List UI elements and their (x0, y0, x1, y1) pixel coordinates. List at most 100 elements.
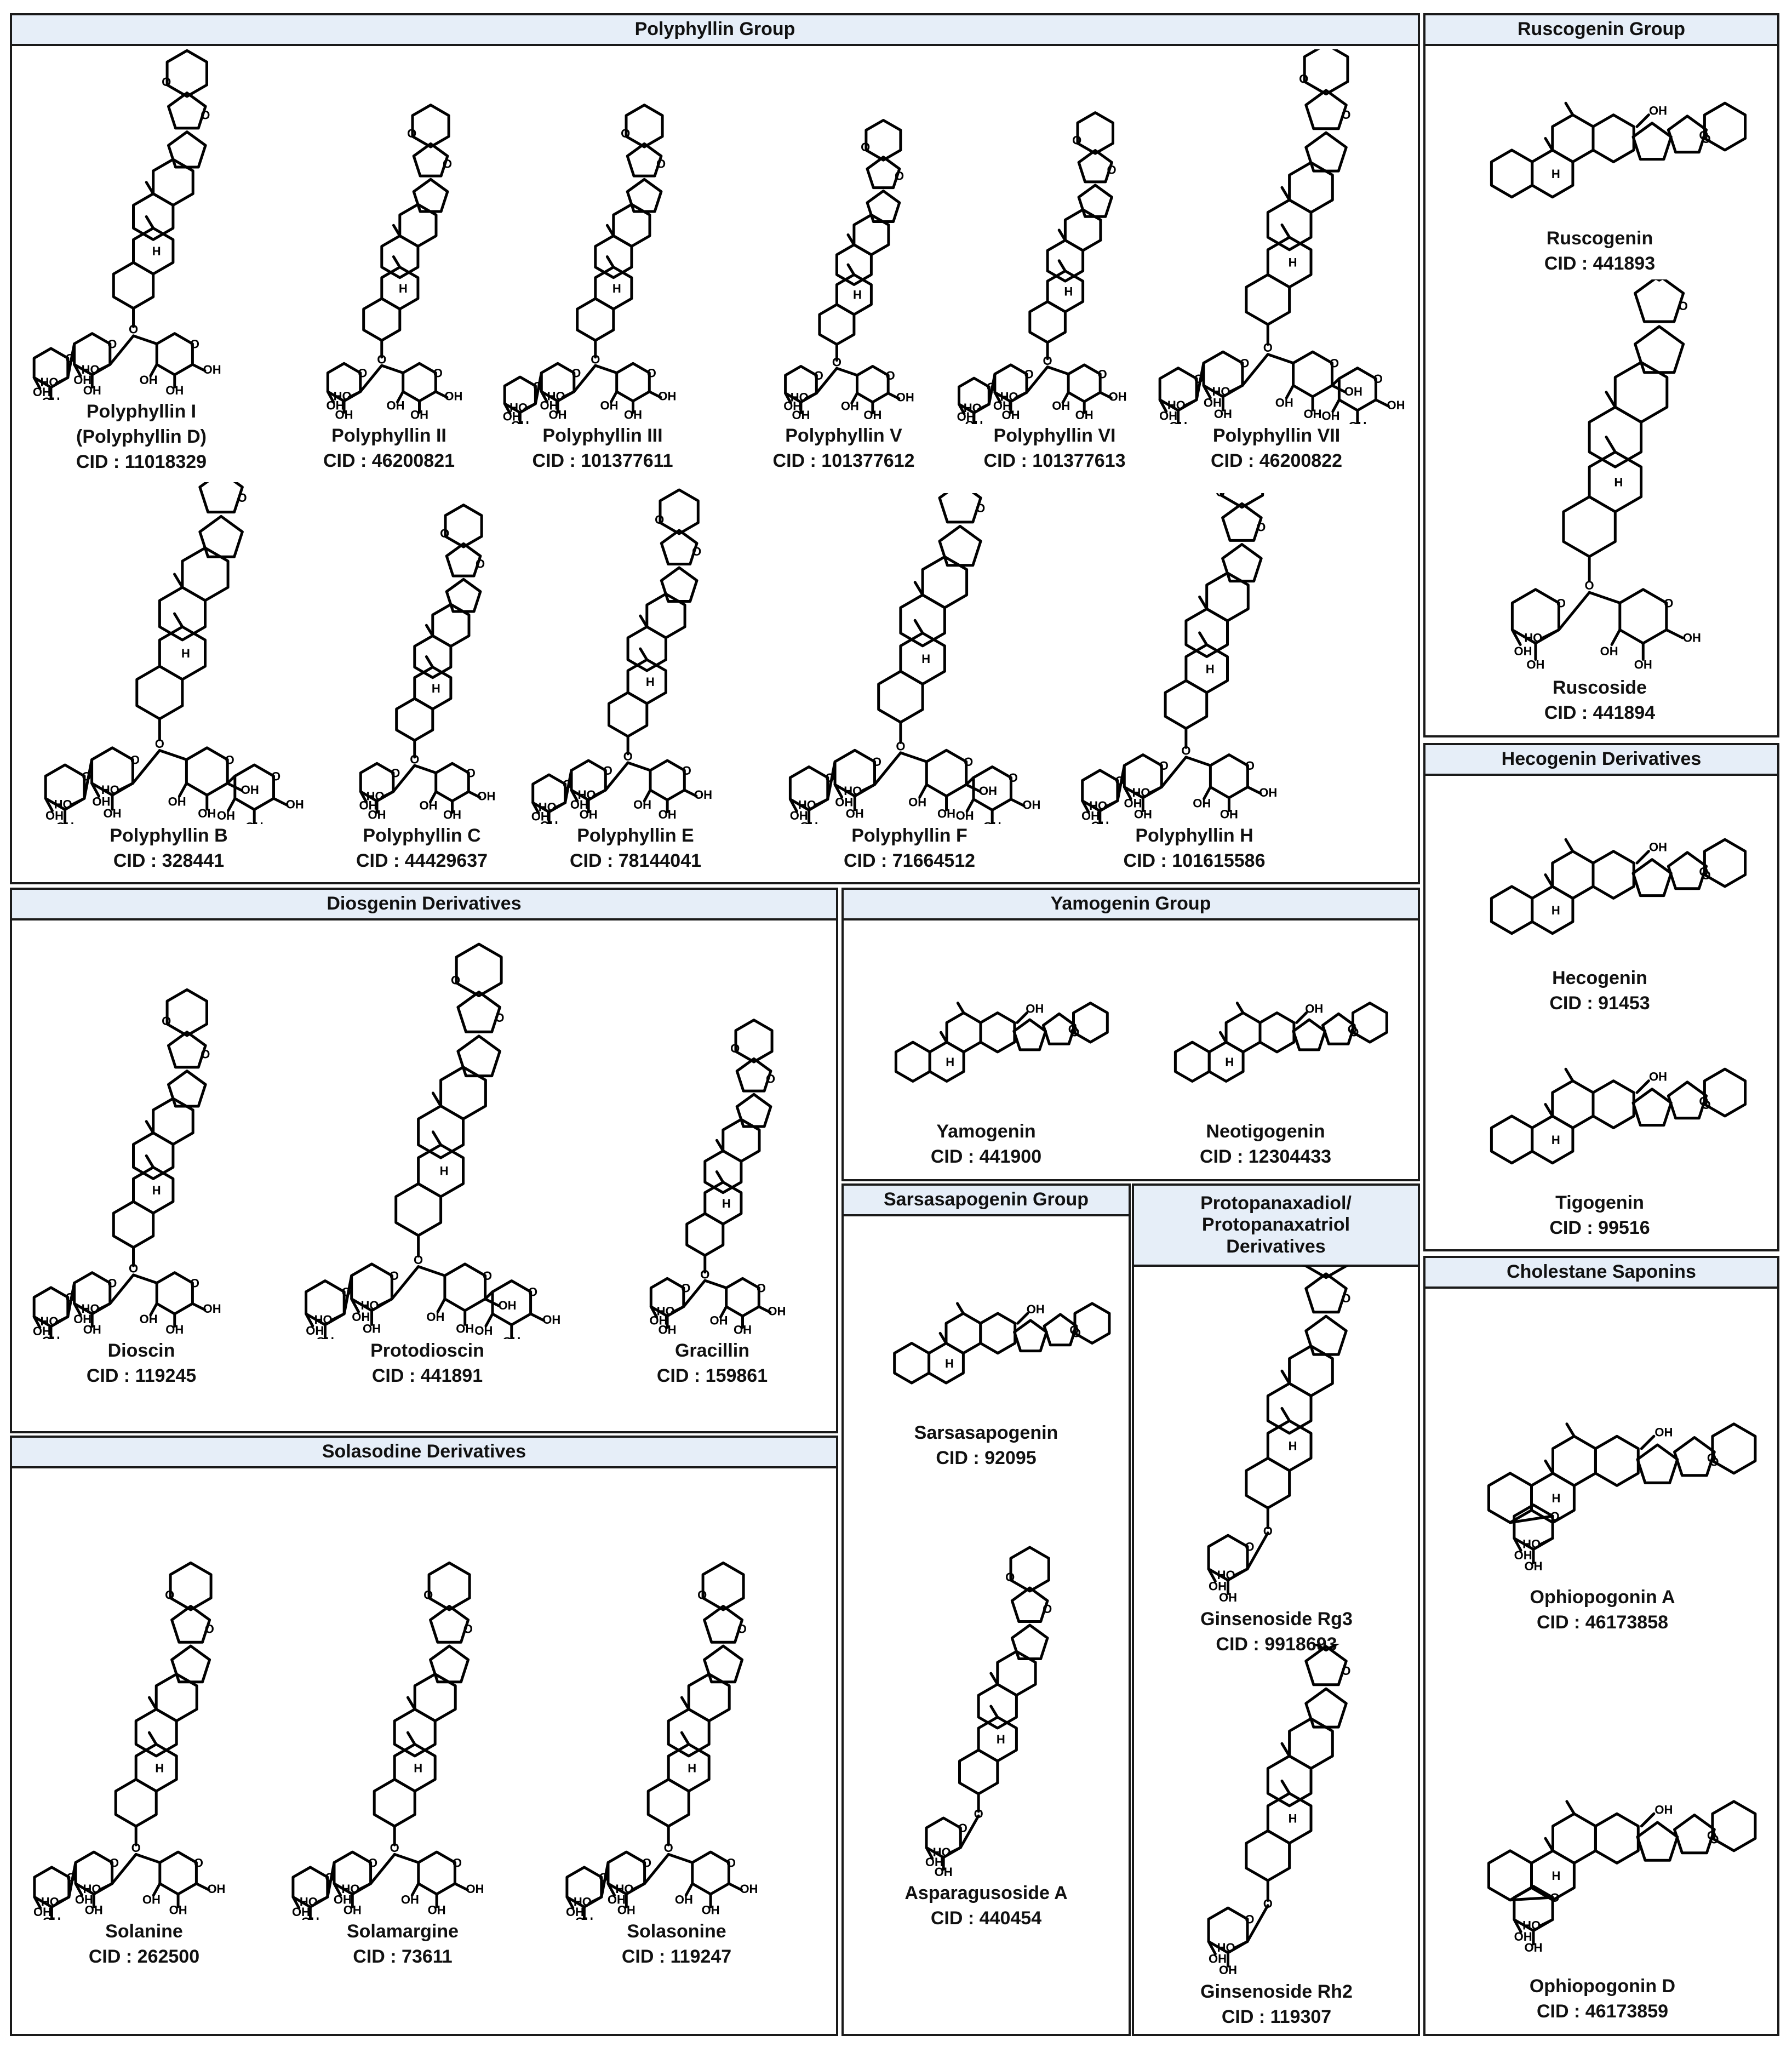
steroid-ring (899, 632, 946, 685)
atom-label: HO (616, 1882, 634, 1896)
atom-label: OH (198, 807, 216, 820)
atom-label: O (129, 323, 138, 336)
methyl-bond (406, 1731, 416, 1746)
methyl-bond (715, 1139, 725, 1152)
cid-prefix: CID : (1536, 2001, 1585, 2022)
atom-label: HO (82, 1302, 100, 1316)
substituent-bond (98, 1882, 114, 1891)
atom-label: O (1341, 1664, 1350, 1678)
atom-label: OH (368, 808, 386, 822)
atom-label: O (861, 140, 870, 154)
atom-label: H (997, 1732, 1005, 1746)
atom-label: OH (783, 399, 801, 413)
glycosidic-bond (1509, 1896, 1554, 1902)
atom-label: OH (503, 410, 521, 424)
sugar-ring (1618, 588, 1668, 645)
substituent-bond (918, 783, 928, 799)
glycosidic-bond (132, 334, 158, 346)
atom-label: HO (334, 389, 352, 403)
panel-polyphyllin-group: Polyphyllin Group (10, 13, 1420, 884)
glycosidic-bond (342, 1274, 353, 1316)
methyl-bond (147, 1696, 158, 1711)
atom-label: OH (993, 399, 1011, 413)
methyl-bond (1280, 1369, 1291, 1385)
substituent-bond (117, 782, 134, 792)
atom-label: OH (790, 809, 808, 822)
pyran-ring (1711, 1422, 1757, 1475)
atom-label: OH (1683, 631, 1701, 645)
atom-label: OH (800, 820, 818, 824)
cid-prefix: CID : (88, 1946, 138, 1967)
atom-label: H (688, 1761, 696, 1775)
atom-label: OH (792, 408, 810, 422)
sugar-ring (1209, 753, 1249, 799)
atom-label: OH (241, 783, 259, 797)
steroid-ring (1591, 113, 1635, 163)
steroid-ring-d (938, 524, 982, 567)
glycosidic-bond (226, 774, 237, 785)
atom-label: H (1551, 1133, 1560, 1147)
cid-prefix: CID : (1549, 993, 1599, 1014)
steroid-ring (132, 1165, 175, 1215)
compound-cid: CID : 101377613 (942, 450, 1167, 472)
steroid-ring-d (1634, 325, 1685, 374)
glycosidic-bond (1331, 377, 1341, 387)
atom-label: O (1679, 299, 1688, 313)
atom-label: OH (83, 384, 101, 397)
methyl-bond (1057, 259, 1067, 272)
substituent-bond (648, 390, 662, 399)
compound-card: OOHOOHOOHOHOOHOHOHOHOOHOHDioscinCID : 11… (15, 931, 267, 1392)
atom-label: O (757, 1281, 766, 1295)
sugar-ring (158, 1850, 198, 1896)
pyran-ring (1655, 279, 1663, 282)
glycosidic-bond (826, 760, 837, 801)
atom-label: H (1064, 285, 1073, 299)
steroid-ring (1591, 1079, 1635, 1129)
atom-label: OH (1081, 809, 1100, 823)
atom-label: OH (502, 1335, 520, 1339)
compound-card: OOHOOHOOHOHOOHOHOHOHOOHOHPolyphyllin I(P… (15, 49, 267, 477)
substituent-bond (631, 1882, 646, 1891)
steroid-ring (1258, 1011, 1296, 1054)
substituent-bond (925, 1846, 934, 1860)
atom-label: O (1240, 357, 1249, 370)
pyran-ring (455, 942, 503, 998)
atom-label: OH (42, 395, 60, 400)
panel-ruscogenin-group: Ruscogenin Group (1423, 13, 1779, 737)
glycosidic-bond (158, 749, 188, 761)
atom-label: O (1256, 520, 1266, 534)
hydroxyl-bond (1016, 1312, 1029, 1325)
methyl-bond (406, 1696, 416, 1711)
atom-label: HO (1524, 631, 1542, 645)
cid-value: 46173859 (1585, 2001, 1669, 2022)
substituent-bond (149, 363, 158, 378)
compound-cid: CID : 78144041 (515, 850, 756, 872)
atom-label: OH (286, 798, 304, 811)
steroid-ring (977, 1716, 1018, 1763)
compound-card: OOHOOHOOHOHOOHOHOHOHOOHOHPolyphyllin VIC… (942, 49, 1167, 477)
substituent-bond (1009, 798, 1026, 808)
atom-label: OH (694, 788, 712, 802)
steroid-ring (1490, 885, 1534, 935)
atom-label: H (921, 652, 930, 666)
methyl-bond (913, 581, 924, 597)
substituent-bond (850, 392, 859, 405)
atom-label: OH (983, 820, 1001, 824)
substituent-bond (376, 1297, 393, 1307)
atom-label: OH (85, 1903, 103, 1917)
methyl-bond (1280, 1406, 1291, 1422)
atom-label: OH (1219, 1591, 1237, 1604)
substituent-bond (727, 1882, 743, 1891)
atom-label: H (945, 1357, 954, 1370)
atom-label: O (407, 127, 416, 140)
atom-label: OH (1022, 798, 1040, 811)
steroid-ring-d (735, 1093, 772, 1128)
hydroxyl-bond (1016, 1011, 1029, 1024)
atom-label: HO (41, 1895, 59, 1909)
atom-label: OH (1525, 1559, 1543, 1573)
cid-value: 101377612 (821, 450, 915, 471)
substituent-bond (33, 1895, 42, 1909)
substituent-bond (194, 1882, 210, 1891)
